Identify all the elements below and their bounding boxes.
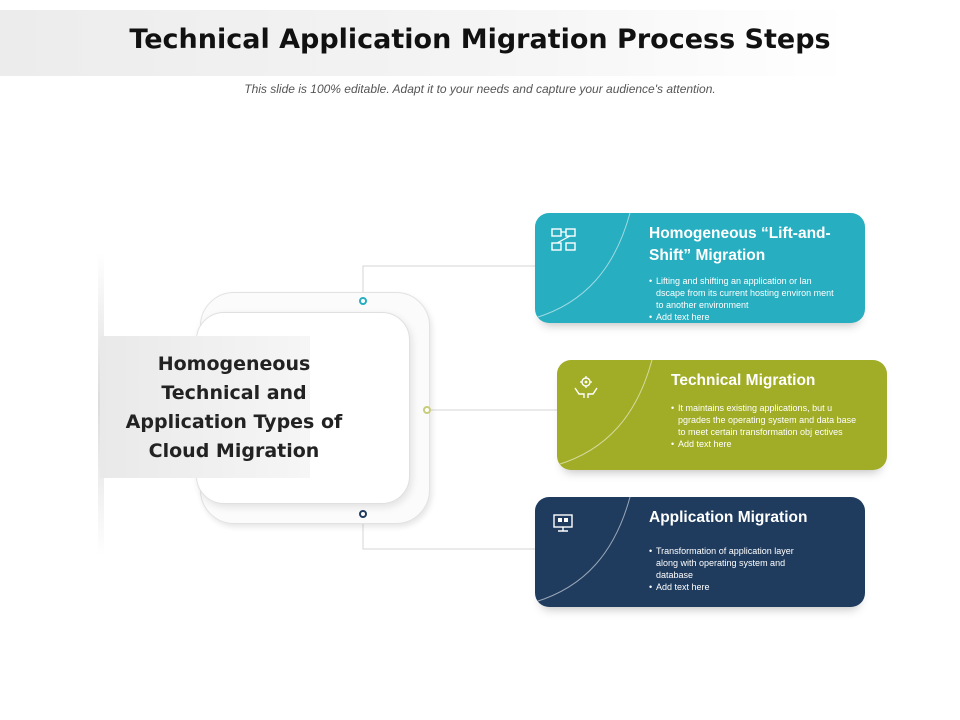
connector-dot-middle bbox=[423, 406, 431, 414]
bullet-item: Add text here bbox=[671, 438, 861, 450]
bullet-item: Lifting and shifting an application or l… bbox=[649, 275, 839, 311]
card-arc-decoration bbox=[535, 213, 631, 319]
page-title: Technical Application Migration Process … bbox=[129, 24, 831, 55]
card-bullets: It maintains existing applications, but … bbox=[671, 402, 861, 450]
bullet-item: It maintains existing applications, but … bbox=[671, 402, 861, 438]
connector-dot-top bbox=[359, 297, 367, 305]
hands-gear-icon bbox=[574, 376, 598, 398]
computer-monitor-icon bbox=[553, 514, 573, 532]
connector-dot-bottom bbox=[359, 510, 367, 518]
bullet-item: Add text here bbox=[649, 311, 839, 323]
title-band bbox=[0, 10, 850, 76]
center-band bbox=[100, 336, 310, 478]
card-bullets: Transformation of application layer alon… bbox=[649, 545, 814, 593]
bullet-item: Add text here bbox=[649, 581, 814, 593]
card-title: Homogeneous “Lift-and-Shift” Migration bbox=[649, 225, 831, 264]
card-lift-and-shift: Homogeneous “Lift-and-Shift” Migration L… bbox=[535, 213, 865, 323]
card-bullets: Lifting and shifting an application or l… bbox=[649, 275, 839, 323]
card-arc-decoration bbox=[557, 360, 653, 466]
card-arc-decoration bbox=[535, 497, 631, 603]
page-subtitle: This slide is 100% editable. Adapt it to… bbox=[244, 82, 716, 96]
center-label: Homogeneous Technical and Application Ty… bbox=[125, 353, 343, 462]
network-diagram-icon bbox=[551, 228, 576, 251]
connector-bottom bbox=[362, 518, 540, 550]
card-application-migration: Application Migration Transformation of … bbox=[535, 497, 865, 607]
connector-top bbox=[362, 265, 540, 300]
bullet-item: Transformation of application layer alon… bbox=[649, 545, 814, 581]
card-technical-migration: Technical Migration It maintains existin… bbox=[557, 360, 887, 470]
card-title: Technical Migration bbox=[671, 372, 816, 389]
card-title: Application Migration bbox=[649, 509, 808, 526]
